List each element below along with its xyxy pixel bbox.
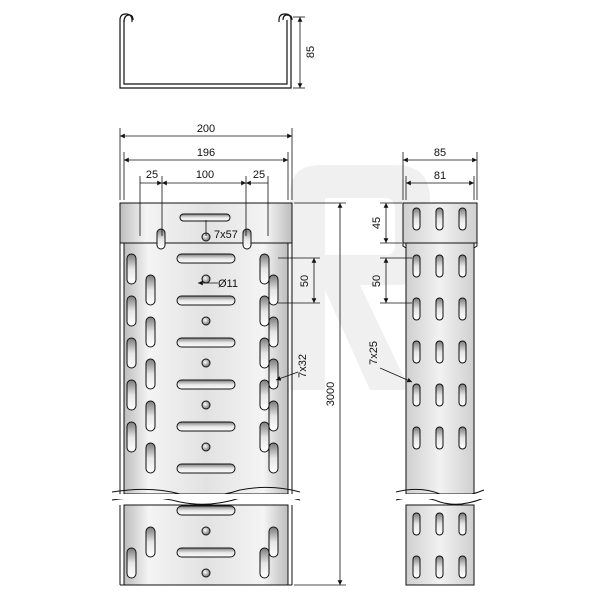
side-slot-vertical: [145, 526, 156, 558]
side-wall-slot: [412, 254, 421, 278]
plan-dimension-lines: [119, 128, 346, 586]
profile-view: [119, 13, 293, 89]
side-slot-vertical: [268, 400, 279, 432]
round-hole: [201, 568, 211, 578]
edge-slot-vertical: [242, 228, 252, 250]
side-wall-slot: [435, 555, 444, 579]
side-wall-slot: [412, 340, 421, 364]
side-slot-vertical: [126, 253, 137, 285]
side-wall-slot: [435, 512, 444, 536]
side-slot-vertical: [259, 421, 270, 453]
profile-height-dimension: [293, 16, 305, 89]
center-slot: [176, 379, 236, 390]
side-wall-slot: [435, 254, 444, 278]
side-wall-slot: [458, 254, 467, 278]
side-slot-vertical: [126, 295, 137, 327]
side-slot-vertical: [259, 253, 270, 285]
dim-profile-height: 85: [305, 46, 317, 58]
side-wall-slot: [412, 512, 421, 536]
side-end-slot: [412, 207, 421, 231]
edge-slot-vertical: [156, 228, 166, 250]
center-slot: [176, 505, 236, 516]
side-slot-vertical: [145, 316, 156, 348]
label-slot-7x25: 7x25: [368, 341, 380, 365]
end-strip-slot: [179, 213, 231, 222]
side-slot-vertical: [259, 295, 270, 327]
side-slot-vertical: [259, 379, 270, 411]
side-wall-slot: [458, 340, 467, 364]
side-wall-slot: [412, 555, 421, 579]
side-wall-slot: [458, 512, 467, 536]
side-wall-slot: [458, 383, 467, 407]
side-slot-vertical: [145, 358, 156, 390]
side-dimension-lines: [379, 152, 478, 383]
side-slot-vertical: [268, 358, 279, 390]
dim-side-outer-height: 85: [434, 147, 446, 159]
side-slot-vertical: [268, 316, 279, 348]
side-slot-vertical: [268, 442, 279, 474]
side-slot-vertical: [259, 547, 270, 579]
dim-total-width: 200: [197, 123, 215, 135]
side-wall-slot: [435, 426, 444, 450]
side-wall-slot: [458, 426, 467, 450]
side-end-slot: [458, 207, 467, 231]
plan-perforations: [126, 213, 279, 579]
round-hole: [201, 400, 211, 410]
side-wall-slot: [412, 383, 421, 407]
side-slot-vertical: [268, 526, 279, 558]
watermark-logo: [290, 165, 430, 390]
round-hole: [201, 316, 211, 326]
center-slot: [176, 547, 236, 558]
center-slot: [176, 337, 236, 348]
dim-side-inner-height: 81: [434, 170, 446, 182]
side-wall-slot: [435, 297, 444, 321]
label-hole-d11: Ø11: [218, 278, 238, 290]
profile-outline: [119, 14, 293, 89]
round-hole: [201, 442, 211, 452]
dim-side-pitch: 50: [299, 275, 311, 287]
side-slot-vertical: [268, 274, 279, 306]
side-slot-vertical: [126, 547, 137, 579]
side-slot-vertical: [259, 337, 270, 369]
label-slot-7x32: 7x32: [297, 354, 309, 378]
dim-center-spacing: 100: [196, 169, 214, 181]
label-slot-7x57: 7x57: [214, 229, 238, 241]
side-slot-vertical: [145, 442, 156, 474]
side-wall-slot: [458, 297, 467, 321]
side-slot-vertical: [126, 379, 137, 411]
dim-edge-offset-right: 25: [253, 169, 265, 181]
side-wall-slot: [412, 426, 421, 450]
dim-inner-width: 196: [197, 147, 215, 159]
side-slot-vertical: [126, 337, 137, 369]
round-hole: [201, 274, 211, 284]
side-slot-vertical: [145, 274, 156, 306]
dim-length: 3000: [325, 382, 337, 406]
side-wall-slot: [458, 555, 467, 579]
center-slot: [176, 421, 236, 432]
side-slot-vertical: [145, 400, 156, 432]
side-perforations: [412, 207, 467, 579]
center-slot: [176, 253, 236, 264]
side-end-slot: [435, 207, 444, 231]
round-hole: [201, 358, 211, 368]
side-slot-vertical: [126, 421, 137, 453]
center-slot: [176, 463, 236, 474]
center-slot: [176, 295, 236, 306]
side-wall-slot: [435, 340, 444, 364]
round-hole: [201, 526, 211, 536]
dim-edge-offset-left: 25: [146, 169, 158, 181]
side-wall-slot: [435, 383, 444, 407]
dim-side-top-offset: 45: [371, 217, 383, 229]
side-wall-slot: [412, 297, 421, 321]
dim-bottom-pitch: 50: [371, 275, 383, 287]
